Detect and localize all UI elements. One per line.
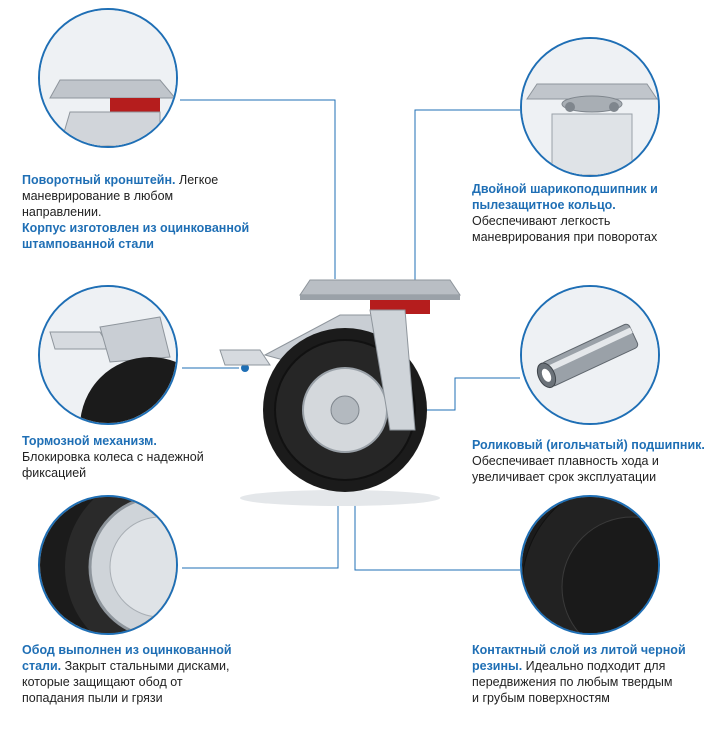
swivel-text-3: направлении. [22,205,102,219]
bearing-title-2: пылезащитное кольцо. [472,198,616,212]
caption-brake: Тормозной механизм. Блокировка колеса с … [22,433,262,481]
tread-text-inline: Идеально подходит для [525,659,666,673]
caption-rim: Обод выполнен из оцинкованной стали. Зак… [22,642,272,706]
zoom-rubber-tread [520,495,660,635]
steel-rim-detail [40,497,176,633]
swivel-title: Поворотный кронштейн. [22,173,176,187]
brake-text-2: фиксацией [22,466,87,480]
rim-text-2: попадания пыли и грязи [22,691,163,705]
swivel-text-1: Легкое [179,173,219,187]
zoom-ball-bearing [520,37,660,177]
bearing-text-1: Обеспечивают легкость [472,214,611,228]
ball-bearing-detail [522,39,658,175]
caster-wheel-image [219,279,461,506]
brake-title: Тормозной механизм. [22,434,157,448]
swivel-bracket-detail [40,10,176,146]
rim-title-2: стали. [22,659,62,673]
tread-text-1: передвижения по любым твердым [472,675,673,689]
swivel-subtitle-1: Корпус изготовлен из оцинкованной [22,221,250,235]
zoom-brake-mechanism [38,285,178,425]
swivel-text-2: маневрирование в любом [22,189,174,203]
bearing-text-2: маневрирования при поворотах [472,230,658,244]
roller-text-1: Обеспечивает плавность хода и [472,454,659,468]
roller-bearing-detail [522,287,658,423]
bearing-title-1: Двойной шарикоподшипник и [472,182,658,196]
rim-text-1: которые защищают обод от [22,675,183,689]
caption-roller: Роликовый (игольчатый) подшипник. Обеспе… [472,437,712,485]
zoom-roller-bearing [520,285,660,425]
roller-title: Роликовый (игольчатый) подшипник. [472,438,705,452]
zoom-swivel-bracket [38,8,178,148]
roller-text-2: увеличивает срок эксплуатации [472,470,657,484]
tread-text-2: и грубым поверхностям [472,691,610,705]
tread-title-1: Контактный слой из литой черной [472,643,686,657]
zoom-steel-rim [38,495,178,635]
rim-title-1: Обод выполнен из оцинкованной [22,643,232,657]
brake-detail [40,287,176,423]
rim-text-inline: Закрыт стальными дисками, [64,659,230,673]
tread-title-2: резины. [472,659,523,673]
swivel-subtitle-2: штампованной стали [22,237,154,251]
caption-swivel: Поворотный кронштейн. Легкое маневрирова… [22,172,272,252]
brake-text-1: Блокировка колеса с надежной [22,450,204,464]
caption-tread: Контактный слой из литой черной резины. … [472,642,712,706]
caption-bearing: Двойной шарикоподшипник и пылезащитное к… [472,181,702,245]
rubber-tread-detail [522,497,658,633]
